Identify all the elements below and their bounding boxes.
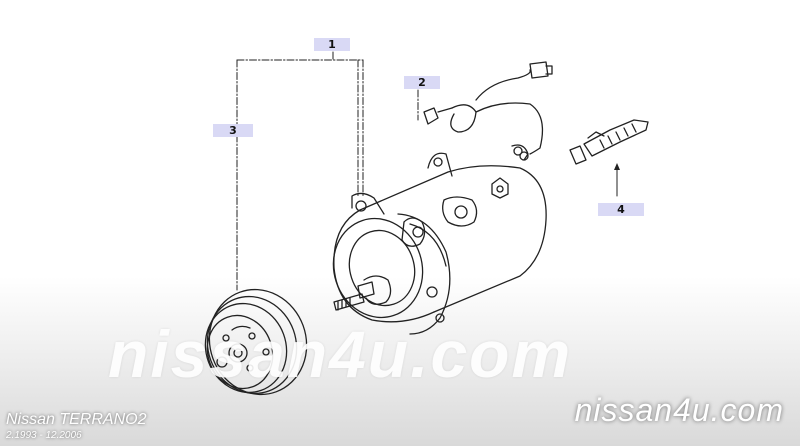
callout-1: 1	[314, 38, 350, 51]
wiring-harness	[423, 61, 553, 161]
watermark-center: nissan4u.com	[108, 317, 573, 391]
vehicle-years: 2.1993 - 12.2006	[6, 430, 82, 441]
callout-4: 4	[598, 203, 644, 216]
watermark-corner: nissan4u.com	[574, 392, 784, 428]
callout-2: 2	[404, 76, 440, 89]
callout-3: 3	[213, 124, 253, 137]
vehicle-model: Nissan TERRANO2	[6, 411, 147, 428]
connector-clip	[569, 119, 649, 165]
compressor-body	[332, 144, 547, 335]
leader-lines	[236, 51, 419, 291]
pulley-clutch	[204, 288, 308, 396]
